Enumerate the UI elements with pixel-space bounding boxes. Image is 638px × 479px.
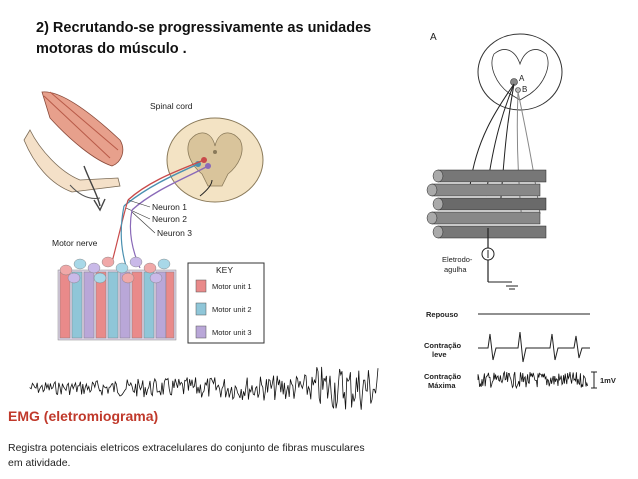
label-spinal-cord: Spinal cord xyxy=(150,101,193,111)
needle-electrode: Eletrodo- agulha xyxy=(442,228,518,290)
label-point-b: B xyxy=(522,85,527,94)
trace-light xyxy=(478,331,590,363)
key-label-unit-2: Motor unit 2 xyxy=(212,305,252,314)
emg-title: EMG (eletromiograma) xyxy=(8,408,159,424)
fiber-row-1 xyxy=(59,271,175,339)
label-point-a: A xyxy=(519,74,525,83)
slide-title: 2) Recrutando-se progressivamente as uni… xyxy=(36,20,372,57)
key-title: KEY xyxy=(216,265,233,275)
right-muscle-fibers xyxy=(426,169,547,239)
label-panel-a: A xyxy=(430,32,437,43)
label-rest: Repouso xyxy=(426,310,459,319)
muscle-fiber-bundle xyxy=(57,256,177,341)
trace-max xyxy=(477,370,588,390)
label-light-line-1: Contração xyxy=(424,341,462,350)
arm-illustration xyxy=(23,91,124,212)
emg-signal-strip xyxy=(29,366,379,410)
label-light-line-2: leve xyxy=(432,350,447,359)
key-label-unit-3: Motor unit 3 xyxy=(212,328,252,337)
fiber-ends xyxy=(59,256,171,284)
max-contraction-waveform xyxy=(477,370,588,390)
neuron-lines xyxy=(111,199,156,269)
label-neuron-3: Neuron 3 xyxy=(157,228,192,238)
label-max-line-1: Contração xyxy=(424,372,462,381)
emg-strip-waveform xyxy=(29,366,379,410)
key-swatch-unit-1 xyxy=(195,279,207,293)
right-spinal-cord: A B xyxy=(477,33,563,111)
label-max-line-2: Máxima xyxy=(428,381,456,390)
label-electrode-line-2: agulha xyxy=(444,265,467,274)
label-neuron-1: Neuron 1 xyxy=(152,202,187,212)
key-swatch-unit-3 xyxy=(195,325,207,339)
key-swatch-unit-2 xyxy=(195,302,207,316)
label-electrode-line-1: Eletrodo- xyxy=(442,255,473,264)
label-neuron-2: Neuron 2 xyxy=(152,214,187,224)
emg-description: Registra potenciais eletricos extracelul… xyxy=(8,442,365,469)
spinal-cord-cross-section xyxy=(123,117,264,211)
emg-traces-right: Repouso Contração leve Contração Máxima … xyxy=(424,310,616,390)
key-label-unit-1: Motor unit 1 xyxy=(212,282,252,291)
label-motor-nerve: Motor nerve xyxy=(52,238,98,248)
label-scale: 1mV xyxy=(600,376,616,385)
key-legend: KEY Motor unit 1 Motor unit 2 Motor unit… xyxy=(187,262,265,344)
